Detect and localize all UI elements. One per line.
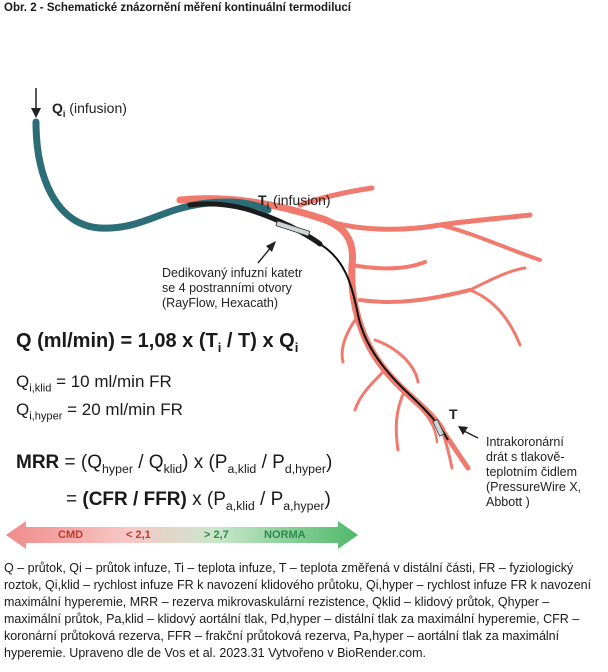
qi-klid-value: Qi,klid = 10 ml/min FR [16, 372, 172, 395]
scale-right-value: > 2,7 [204, 529, 229, 541]
ti-infusion-label: Ti (infusion) [258, 192, 331, 211]
mrr-equation-alt: = (CFR / FFR) x (Pa,klid / Pa,hyper) [66, 489, 331, 513]
qi-infusion-label: Qi (infusion) [52, 100, 127, 119]
catheter-note: Dedikovaný infuzní katetr se 4 postranní… [162, 266, 303, 310]
qi-hyper-value: Qi,hyper = 20 ml/min FR [16, 400, 183, 423]
scale-left-value: < 2,1 [126, 529, 151, 541]
infusion-arrow-icon [31, 88, 41, 118]
infusion-catheter [32, 118, 272, 232]
scale-right-label: NORMA [264, 529, 306, 541]
t-label: T [449, 406, 458, 422]
wire-note: Intrakoronární drát s tlakově- teplotním… [486, 435, 582, 509]
legend-text: Q – průtok, Qi – průtok infuze, Ti – tep… [4, 561, 592, 660]
scale-bar [6, 521, 358, 549]
coronary-illustration [6, 88, 542, 549]
mrr-equation: MRR = (Qhyper / Qklid) x (Pa,klid / Pd,h… [16, 452, 333, 476]
pressure-wire [317, 242, 449, 441]
figure-title: Obr. 2 - Schematické znázornění měření k… [4, 2, 351, 14]
figure-legend: Q – průtok, Qi – průtok infuze, Ti – tep… [4, 560, 604, 662]
catheter-pointer-arrow-icon [257, 241, 276, 264]
wire-pointer-arrow-icon [458, 426, 479, 439]
scale-left-label: CMD [58, 529, 84, 541]
coronary-vessels [176, 185, 542, 471]
flow-equation: Q (ml/min) = 1,08 x (Ti / T) x Qi [16, 330, 299, 355]
